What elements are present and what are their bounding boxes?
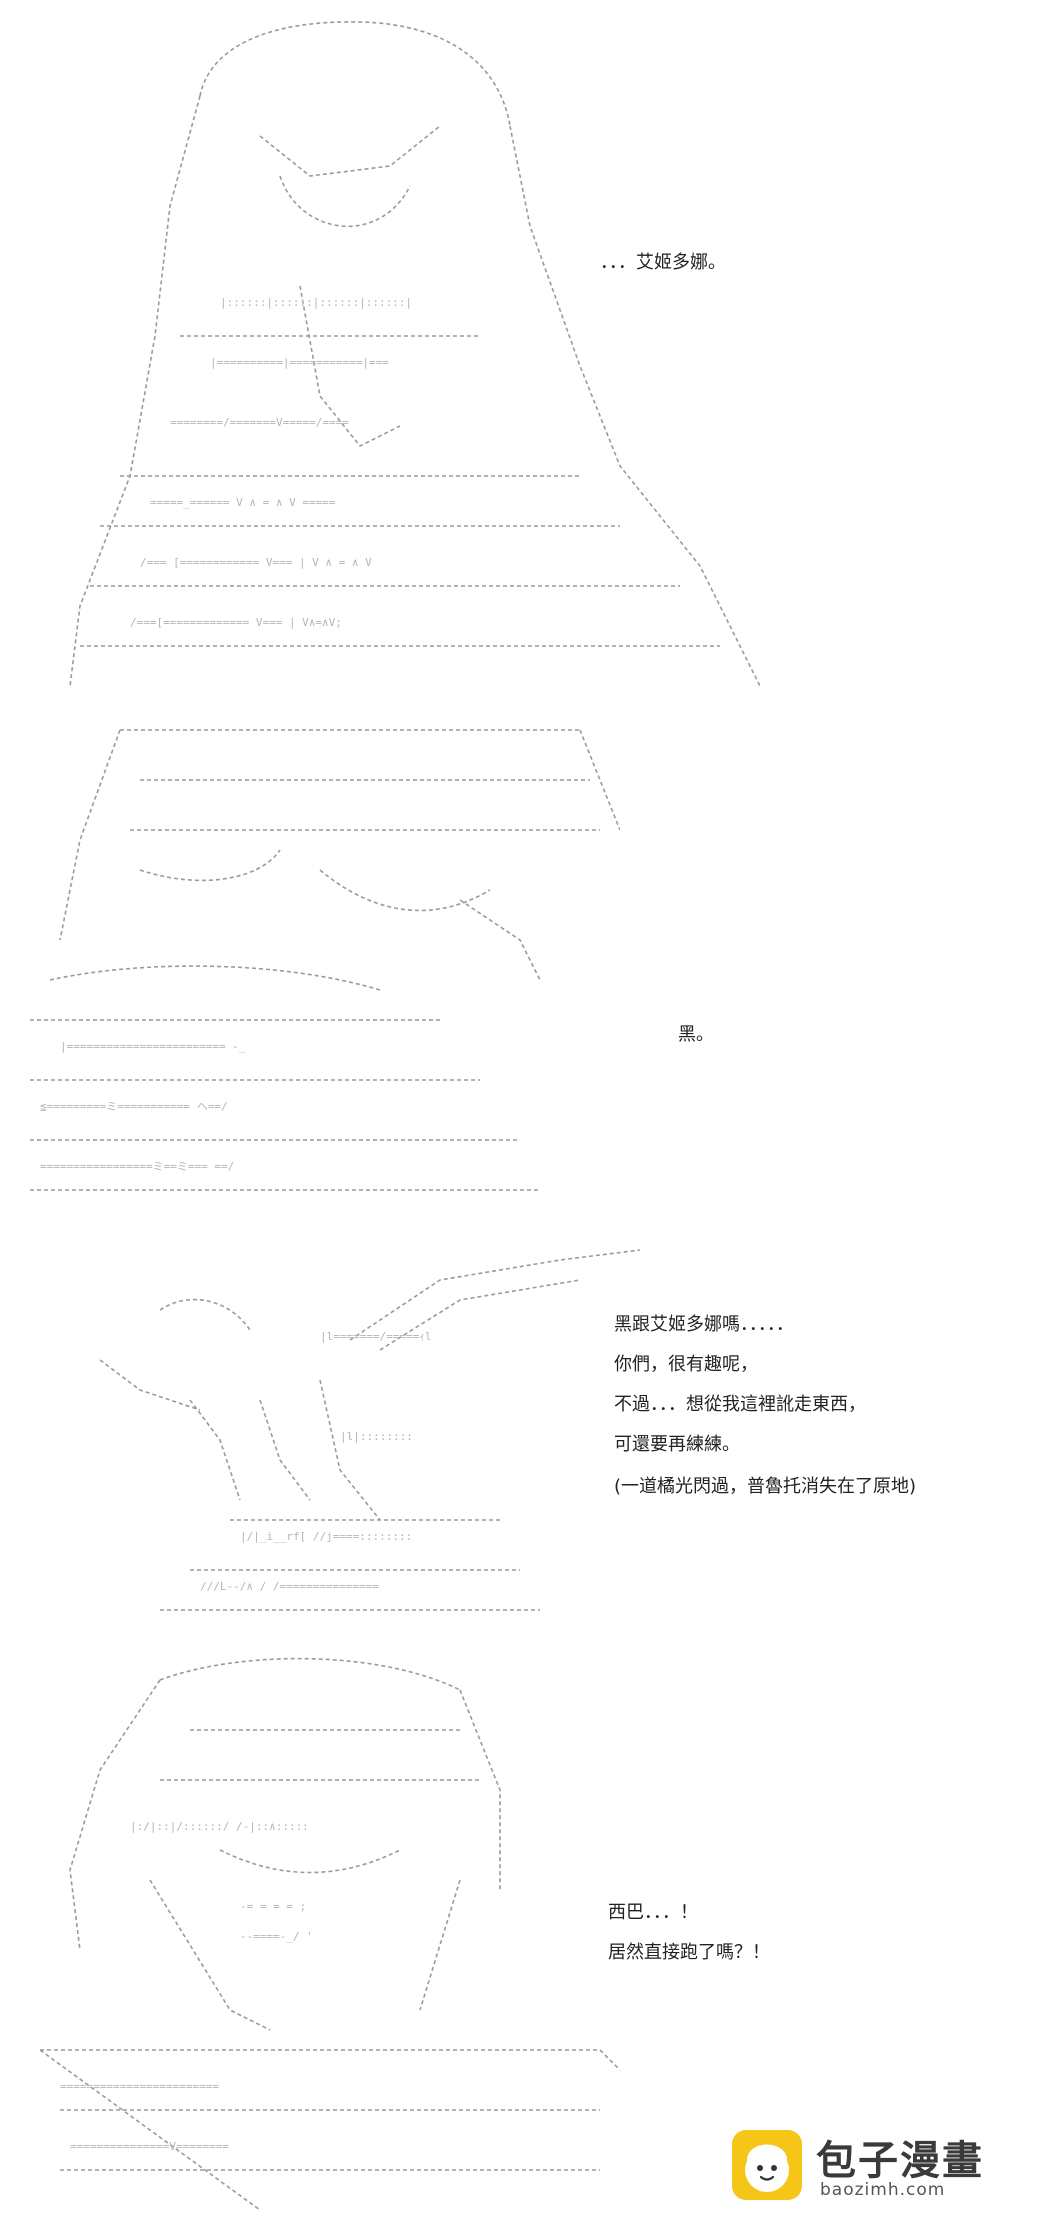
svg-text:≦=========ミ=========== ヘ==/: ≦=========ミ=========== ヘ==/ bbox=[40, 1100, 228, 1113]
dialogue-line: 居然直接跑了嗎？！ bbox=[608, 1942, 770, 1963]
svg-text:|==========|===========|===: |==========|===========|=== bbox=[210, 356, 389, 369]
svg-text:/=== [============ V=== | V ∧: /=== [============ V=== | V ∧ = ∧ V bbox=[140, 556, 372, 569]
dialogue-line: 黑。 bbox=[678, 1024, 714, 1045]
ascii-art-girl-lying-down: |======================== -_ ≦=========ミ… bbox=[20, 720, 620, 1200]
dialogue-box: ．．．艾姬多娜。 bbox=[600, 254, 920, 284]
svg-text:///L--/∧ / /===============: ///L--/∧ / /=============== bbox=[200, 1580, 379, 1593]
svg-text:|l|::::::::: |l|:::::::: bbox=[340, 1430, 413, 1443]
svg-text:========================: ======================== bbox=[60, 2080, 219, 2093]
svg-text:|:/|::|/::::::/ /-|::∧:::::: |:/|::|/::::::/ /-|::∧::::: bbox=[130, 1820, 309, 1833]
dialogue-line: ．．．艾姬多娜。 bbox=[600, 252, 726, 273]
svg-text:-= = = = ;: -= = = = ; bbox=[240, 1900, 306, 1913]
svg-text:=====_====== V ∧ = ∧ V =====: =====_====== V ∧ = ∧ V ===== bbox=[150, 496, 336, 509]
dialogue-line: 你們，很有趣呢， bbox=[614, 1354, 758, 1375]
watermark-title: 包子漫畫 bbox=[816, 2138, 984, 2184]
svg-text:|/|_i__rf[ //j====::::::::: |/|_i__rf[ //j====:::::::: bbox=[240, 1530, 412, 1543]
svg-text:=================ミ==ミ=== ==/: =================ミ==ミ=== ==/ bbox=[40, 1160, 234, 1173]
svg-text:|l=======/=====ｨl: |l=======/=====ｨl bbox=[320, 1330, 431, 1343]
site-watermark: 包子漫畫 baozimh.com bbox=[720, 2124, 1020, 2206]
svg-text:===============V========: ===============V======== bbox=[70, 2140, 229, 2153]
ascii-art-figure-with-cannon: |l=======/=====ｨl |l|:::::::: |/|_i__rf[… bbox=[80, 1240, 660, 1620]
ascii-art-girl-surprised: |:/|::|/::::::/ /-|::∧::::: -= = = = ; -… bbox=[40, 1650, 640, 2210]
panel-3: |l=======/=====ｨl |l|:::::::: |/|_i__rf[… bbox=[0, 1220, 1040, 1620]
bun-mascot-icon bbox=[730, 2128, 804, 2202]
dialogue-box: 西巴．．．！ 居然直接跑了嗎？！ bbox=[608, 1904, 908, 1974]
svg-text:--====-_/ ': --====-_/ ' bbox=[240, 1930, 313, 1943]
svg-text:========/=======V=====/====: ========/=======V=====/==== bbox=[170, 416, 349, 429]
ascii-art-girl-long-hair: |::::::|::::::|::::::|::::::| |=========… bbox=[60, 6, 760, 696]
dialogue-line: 西巴．．．！ bbox=[608, 1902, 698, 1923]
svg-text:|::::::|::::::|::::::|::::::|: |::::::|::::::|::::::|::::::| bbox=[220, 296, 412, 309]
panel-2: |======================== -_ ≦=========ミ… bbox=[0, 700, 1040, 1220]
panel-1: |::::::|::::::|::::::|::::::| |=========… bbox=[0, 0, 1040, 700]
svg-text:|======================== -_: |======================== -_ bbox=[60, 1040, 246, 1053]
dialogue-line: (一道橘光閃過，普魯托消失在了原地) bbox=[614, 1476, 917, 1497]
svg-text:/===[============= V=== | V∧=: /===[============= V=== | V∧=∧V; bbox=[130, 616, 342, 629]
dialogue-line: 不過．．．想從我這裡訛走東西， bbox=[614, 1394, 866, 1415]
dialogue-line: 可還要再練練。 bbox=[614, 1434, 740, 1455]
watermark-domain: baozimh.com bbox=[820, 2180, 946, 2200]
dialogue-box: 黑跟艾姬多娜嗎．．．．． 你們，很有趣呢， 不過．．．想從我這裡訛走東西， 可還… bbox=[614, 1316, 1034, 1516]
dialogue-line: 黑跟艾姬多娜嗎．．．．． bbox=[614, 1314, 794, 1335]
dialogue-box: 黑。 bbox=[678, 1026, 798, 1056]
panel-4: |:/|::|/::::::/ /-|::∧::::: -= = = = ; -… bbox=[0, 1620, 1040, 2216]
